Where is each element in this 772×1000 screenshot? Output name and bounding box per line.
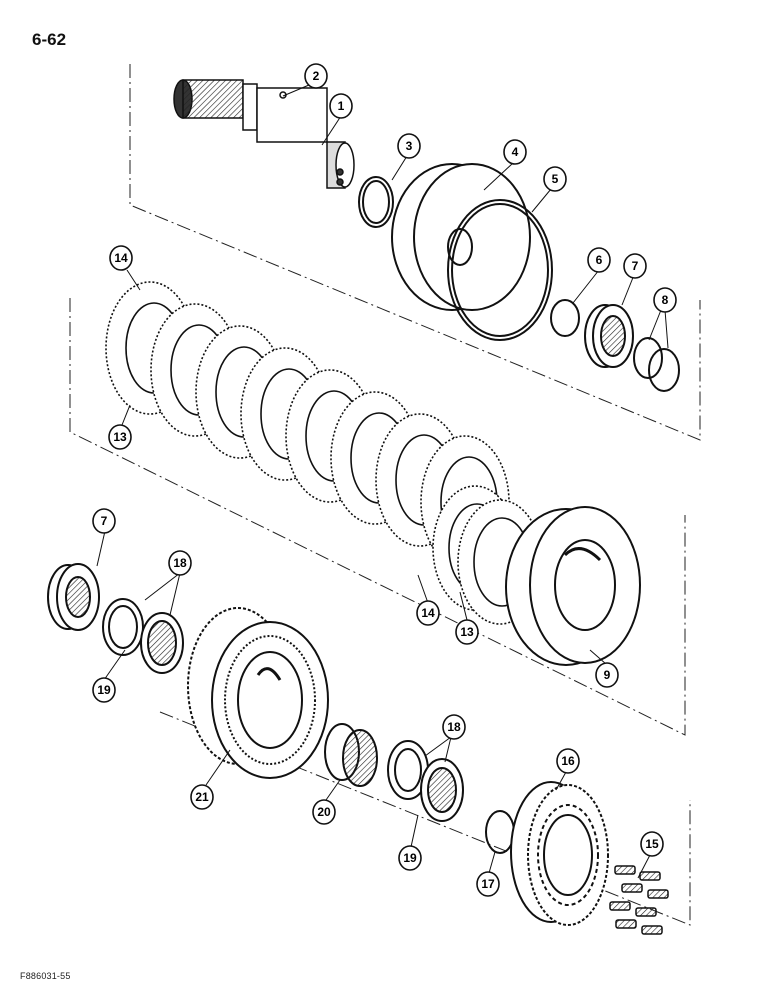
piston-part-4 [391,163,531,311]
callout-label: 7 [632,259,639,273]
ring-part-3 [358,176,394,228]
spring [647,889,669,899]
needle-bearing-part-20 [324,723,378,787]
figure-code: F886031-55 [20,971,71,981]
callout-label: 13 [460,625,474,639]
callout-label: 2 [313,69,320,83]
ring-gear-part-21 [187,607,329,779]
page-number: 6-62 [32,30,67,49]
callout-7: 7 [92,508,116,534]
callout-9: 9 [595,662,619,688]
washer-bearing-set-right [387,740,464,822]
clutch-drum-part-16 [510,781,609,926]
spring [621,883,643,893]
callout-19: 19 [92,677,116,703]
callout-label: 15 [645,837,659,851]
callout-15: 15 [640,831,664,857]
callout-4: 4 [503,139,527,165]
callout-label: 19 [97,683,111,697]
callout-21: 21 [190,784,214,810]
callout-13: 13 [108,424,132,450]
callout-label: 7 [101,514,108,528]
callout-label: 16 [561,754,575,768]
callout-label: 1 [338,99,345,113]
springs-part-15 [609,865,669,935]
callout-label: 6 [596,253,603,267]
callout-label: 18 [447,720,461,734]
callout-2: 2 [304,63,328,89]
spring [639,871,661,881]
bearing-part-7-top [584,304,634,368]
washer-bearing-set-left [102,598,184,674]
callout-19: 19 [398,845,422,871]
callout-16: 16 [556,748,580,774]
callout-18: 18 [168,550,192,576]
leader-lines [96,84,669,879]
callout-label: 14 [421,606,435,620]
bearing-part-7-lower [47,563,100,631]
callout-label: 9 [604,668,611,682]
callout-label: 4 [512,145,519,159]
callout-3: 3 [397,133,421,159]
callout-14: 14 [109,245,133,271]
callout-label: 17 [481,877,495,891]
callout-7: 7 [623,253,647,279]
callout-17: 17 [476,871,500,897]
callout-label: 13 [113,430,127,444]
callout-label: 18 [173,556,187,570]
callout-1: 1 [329,93,353,119]
callout-14: 14 [416,600,440,626]
callout-8: 8 [653,287,677,313]
group-boundary-lines [69,64,701,926]
callout-label: 19 [403,851,417,865]
callout-label: 21 [195,790,209,804]
callout-label: 20 [317,805,331,819]
callout-label: 5 [552,172,559,186]
snap-ring-part-6 [550,299,580,337]
spring [641,925,663,935]
spring [635,907,657,917]
callout-label: 8 [662,293,669,307]
callout-label: 3 [406,139,413,153]
seal-rings-part-8 [633,337,680,392]
snap-ring-part-17 [485,810,515,854]
hub-part-9 [505,506,641,666]
seal-part-5 [447,199,553,341]
spring [614,865,636,875]
callout-13: 13 [455,619,479,645]
callout-bubbles: 1 2 3 4 5 6 7 8 14 13 7 18 19 14 13 9 21 20 18 19 16 17 15 [92,63,677,897]
callout-20: 20 [312,799,336,825]
callout-label: 14 [114,251,128,265]
callout-6: 6 [587,247,611,273]
callout-18: 18 [442,714,466,740]
spring [609,901,631,911]
shaft-part-1 [173,79,355,189]
spring [615,919,637,929]
callout-5: 5 [543,166,567,192]
